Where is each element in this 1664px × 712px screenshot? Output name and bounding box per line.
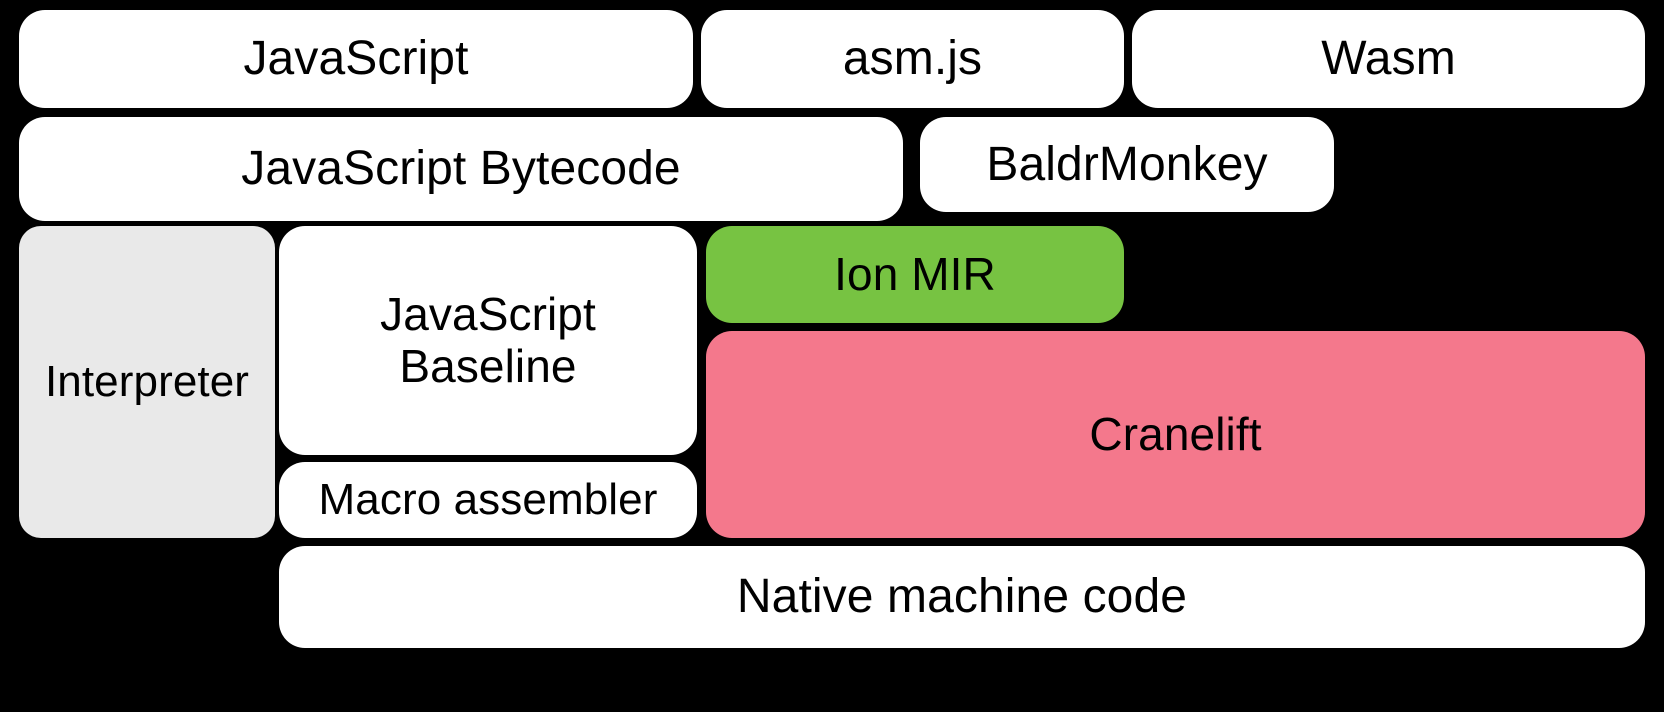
node-cranelift: Cranelift bbox=[706, 331, 1645, 538]
node-interpreter-label: Interpreter bbox=[44, 357, 250, 407]
node-javascript-baseline-label: JavaScript Baseline bbox=[380, 287, 596, 392]
node-javascript-label: JavaScript bbox=[243, 32, 469, 86]
node-wasm-label: Wasm bbox=[1321, 32, 1456, 86]
node-cranelift-label: Cranelift bbox=[1089, 407, 1262, 460]
node-native-machine-code: Native machine code bbox=[279, 546, 1645, 648]
node-baldrmonkey-label: BaldrMonkey bbox=[986, 137, 1268, 191]
node-javascript-bytecode: JavaScript Bytecode bbox=[19, 117, 903, 221]
node-wasm: Wasm bbox=[1132, 10, 1645, 108]
node-ion-mir: Ion MIR bbox=[706, 226, 1124, 323]
node-asm-js-label: asm.js bbox=[842, 32, 983, 86]
node-ion-mir-label: Ion MIR bbox=[834, 247, 996, 300]
node-javascript-baseline: JavaScript Baseline bbox=[279, 226, 697, 455]
node-interpreter: Interpreter bbox=[19, 226, 275, 538]
node-asm-js: asm.js bbox=[701, 10, 1124, 108]
node-macro-assembler-label: Macro assembler bbox=[318, 475, 658, 525]
node-baldrmonkey: BaldrMonkey bbox=[920, 117, 1334, 212]
node-native-machine-code-label: Native machine code bbox=[736, 570, 1188, 624]
node-javascript-bytecode-label: JavaScript Bytecode bbox=[241, 142, 681, 196]
node-macro-assembler: Macro assembler bbox=[279, 462, 697, 538]
node-javascript: JavaScript bbox=[19, 10, 693, 108]
